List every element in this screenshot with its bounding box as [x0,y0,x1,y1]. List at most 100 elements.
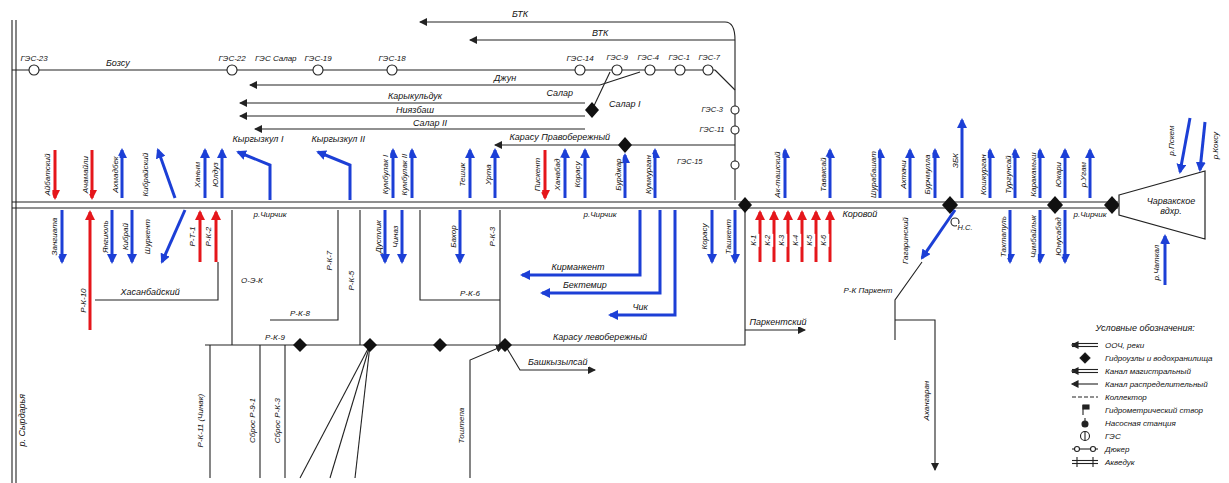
map-label: Юкари [1054,160,1063,187]
map-label: Сброс Р-К-3 [273,396,282,443]
map-label: Ахтачи [899,159,908,189]
map-label: Хасанбайский [120,287,181,297]
map-label: Шуркент [142,218,151,255]
map-label: Ташкент [723,218,732,255]
map-label: Юнусабад [1054,216,1063,256]
map-label: Джун [493,73,517,83]
map-label: Р-К-3 [488,225,497,247]
map-label: Кирманкент [551,262,606,272]
legend-text: Канал распределительный [1104,380,1209,389]
legend-text: Гидроузлы и водохранилища [1104,354,1214,363]
legend-samples [1072,342,1098,467]
offtake-arrows-upper [55,118,1205,200]
map-label: Сброс Р-9-1 [247,397,256,444]
map-label: ГЭС-14 [566,54,595,63]
map-label: К-6 [820,233,829,246]
map-label: Р-К-8 [289,309,311,318]
map-label: ГЭС-1 [668,54,691,63]
map-label: Салар [546,88,575,98]
map-label: Р-К-11 (Чинак) [196,392,205,448]
legend-text: Канал магистральный [1104,367,1192,376]
map-label: Гагаринский [900,216,909,265]
map-label: Таваксай [819,156,828,192]
map-label: Тахтапуль [998,215,1007,258]
map-label: ГЭС-3 [701,106,724,115]
map-label: Башкызылсай [527,357,589,367]
map-label: ГЭС-9 [606,54,629,63]
map-label: ГЭС-7 [698,54,721,63]
map-label: Р-К-5 [347,269,356,291]
map-label: ГЭС-22 [218,54,247,63]
map-label: Р-К-2 [204,225,213,247]
map-label: Ханым [193,160,202,188]
map-label: Р-К-6 [459,289,481,298]
map-label: ГЭС Салар [254,54,298,63]
legend-title: Условные обозначения: [1095,323,1196,333]
map-label: Салар II [412,118,448,128]
map-label: Карыкульдук [387,91,443,101]
legend-text: Дюкер [1104,445,1130,454]
map-label: Корасу [700,222,709,250]
map-label: Юлдуз [210,161,219,188]
map-label: К-3 [778,233,787,246]
map-label: Бозсу [105,58,131,68]
map-label: Бурджар [614,157,623,191]
map-label: Кыргызкул II [311,134,366,144]
map-label: р.Чаткал [1152,243,1161,281]
map-label: К-5 [806,233,815,246]
map-label: Зангиата [50,216,59,256]
map-label: К-2 [764,233,773,246]
map-label: Бектемир [562,280,608,290]
map-label: К-1 [750,233,759,246]
map-label: Дустлик [373,219,382,254]
legend-text: Насосная станция [1104,419,1177,428]
map-label: р.Пскем [1167,124,1176,156]
map-label: ГЭС-19 [304,54,333,63]
map-label: Пискент [533,156,542,192]
map-label: Р-Т-1 [188,225,197,247]
map-label: р.Чирчик [1073,210,1108,219]
map-label: Паркентский [749,317,808,327]
map-label: Кибрай [120,222,129,251]
map-label: Чик [632,302,649,312]
map-label: Ак-ташский [773,150,782,198]
map-label: Ачамайли [81,154,90,193]
map-label: ГЭС-11 [699,126,726,135]
map-label: р.Коксу [1211,130,1220,159]
map-label: Ахмадбек [111,155,120,193]
map-label: Н.С. [957,224,974,233]
map-label: Кыргызкул I [232,134,285,144]
map-label: Коровой [842,209,879,219]
map-label: Карасу левобережный [552,332,648,342]
map-label: Ахангаран [922,379,931,421]
legend-text: ООЧ, реки [1104,341,1145,350]
map-label: Р-К Паркент [843,286,894,295]
map-label: Корасу [573,160,582,188]
map-label: Кибрайский [141,151,150,197]
map-label: Каракамыш [1029,151,1038,197]
map-label: Салар I [608,99,642,109]
map-label: р.Чирчик [253,210,288,219]
map-label: Тоштепа [457,406,466,444]
map-label: Шурабашат [868,150,877,199]
map-label: О-Э-К [240,276,264,285]
map-label: Карасу Правобережный [509,132,612,142]
map-label: ГЭС-23 [20,54,49,63]
map-label: Р-К-7 [325,249,334,271]
map-label: Янгиюль [100,219,109,254]
map-label: Урта [483,163,492,186]
legend-text: Гидрометрический створ [1104,406,1204,415]
map-label: БТК [511,9,529,19]
reservoir-name: Чарвакское вдхр. [1140,197,1202,217]
map-label: Кумбулак I [381,153,390,195]
hydro-nodes [293,102,1120,352]
map-label: Кошкурган [978,153,987,196]
legend-text: ГЭС [1104,432,1122,441]
map-label: Тургунсай [1004,154,1013,194]
map-label: Р-К-9 [264,333,286,342]
map-label: р.Чирчик [583,210,618,219]
river-and-canals [12,20,1118,483]
map-label: ГЭС-4 [637,54,660,63]
